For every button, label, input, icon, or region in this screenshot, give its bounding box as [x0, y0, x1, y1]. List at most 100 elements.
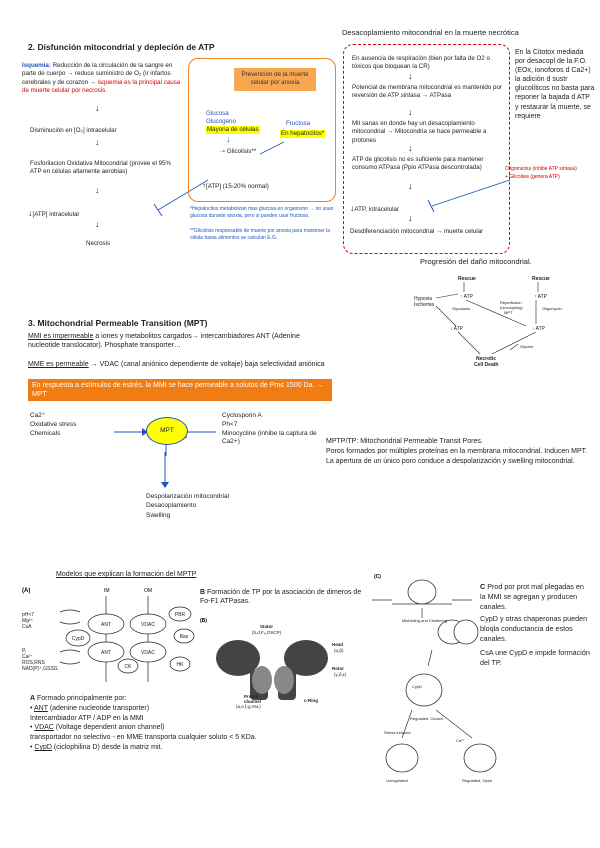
mmi-paragraph: MMI es impermeable a iones y metabolitos… — [28, 332, 328, 351]
model-a-cap-3: transportador no selectivo - en MME tran… — [30, 734, 257, 742]
channel-sub-label: (a,e,f,g,A6L) — [236, 704, 261, 709]
atp-up-label: ↑ ATP — [534, 294, 548, 300]
isquemia-word: Isquemia: — [22, 62, 51, 69]
model-b-caption: B Formación de TP por la asociación de d… — [200, 588, 362, 607]
desacop-side-note: En la Citotox mediada por desacopl de la… — [515, 49, 595, 120]
ant-desc: (adenine nucleotide transporter) — [47, 704, 150, 712]
channel-label: channel — [244, 699, 261, 704]
factor-label: ROS,RNS — [22, 660, 45, 666]
protein-label: VDAC — [141, 650, 155, 656]
model-a-cap-1: Formado principalmente por: — [35, 695, 127, 702]
stress-label: Stress induced — [384, 730, 410, 735]
model-a-diagram: (A) IM OM pH<7 Mg²⁺ CsA Pᵢ Ca²⁺ ROS,RNS … — [22, 588, 195, 682]
model-a-caption: A Formado principalmente por: • ANT (ade… — [30, 694, 360, 753]
inhibitor-item: Minocycline (inhibe la captura de Ca2+) — [222, 429, 317, 446]
factor-label: Mg²⁺ — [22, 618, 34, 624]
mptp-definition: MPTP/TP: Mitochondrial Permeable Transit… — [326, 437, 588, 466]
protein-label: CypD — [72, 636, 85, 642]
reg-open-label: Regulated, Open — [462, 778, 492, 783]
model-b-diagram: (B) Stator (b,d,F₆,OSCP) Head (α,β) Roto… — [200, 618, 347, 709]
rotor-label: Rotor — [332, 666, 344, 671]
inhibition-line — [153, 179, 209, 217]
model-c-lead: C — [480, 582, 486, 591]
factor-label: Ca²⁺ — [22, 654, 33, 660]
desacop-step-4: ATP de glicolisis no es suficiente para … — [352, 156, 484, 172]
desacop-step-3: Mit sanas en donde hay un desacoplamient… — [352, 120, 487, 144]
protein-label: Bax — [180, 634, 189, 640]
desacop-step-6: Desdiferenciación mitocondrial → muerte … — [350, 228, 484, 235]
desacop-title: Desacoplamiento mitocondrial en la muert… — [342, 28, 519, 37]
mpt-center-ellipse: MPT — [146, 417, 188, 445]
proton-label: Proton — [244, 694, 259, 699]
cypd-term: CypD — [34, 743, 52, 751]
mpt-banner: En respuesta a estímulos de estrés, la M… — [28, 379, 332, 401]
glucosa-label: Glucosa — [206, 110, 229, 117]
effect-item: Swelling — [146, 511, 171, 519]
uncoupling-label: (Uncoupling) — [500, 305, 523, 310]
rescue-label: Rescue — [458, 276, 476, 282]
ischemia-label: Ischemia — [414, 302, 434, 308]
model-c-text-3: CsA une CypD e impide formación del TP. — [480, 647, 590, 667]
step-necrosis: Necrosis — [86, 240, 111, 247]
atp-down-label: ↓ ATP — [532, 326, 546, 332]
model-c-caption: C Prod por prot mal plegadas en la MMI s… — [480, 582, 590, 668]
fructosa-label: Fructosa — [286, 120, 311, 127]
oligomycin-label: Oligomycin — [542, 306, 562, 311]
inhibit-bar — [259, 141, 285, 155]
om-label: OM — [144, 588, 152, 594]
progression-title: Progresión del daño mitocondrial. — [420, 257, 532, 266]
mpt-label: MPT — [504, 310, 513, 315]
down-arrow-icon: ↓ — [95, 219, 100, 229]
mpt-diagram-arrows — [114, 426, 216, 456]
vdac-desc: (Voltage dependent anion channel) — [53, 724, 165, 732]
inhibitor-item: Ph<7 — [222, 420, 238, 428]
vdac-term: VDAC — [34, 724, 54, 732]
section-3-title: 3. Mitochondrial Permeable Transition (M… — [28, 318, 208, 328]
rotor-sub-label: (γ,δ,ε) — [334, 672, 347, 677]
protein-label: CK — [125, 664, 133, 670]
glycolysis-label: Glycolysis — [452, 306, 470, 311]
unregulated-label: Unregulated — [386, 778, 408, 783]
atp-normal-label: ↑[ATP] (15-20% normal) — [202, 181, 269, 190]
step-phosphorylation: Fosforilacion Oxidativa Mitocondrial (pr… — [30, 160, 172, 176]
desacop-side-red-1: Oligomicina (inhibe ATP sintasa) — [505, 166, 577, 172]
mpt-effect-arrow — [161, 452, 169, 488]
down-arrow-icon: ↓ — [408, 71, 413, 81]
desacop-side-red-2: + Glicolisis (genera ATP) — [505, 174, 560, 180]
models-title: Modelos que explican la formación del MP… — [56, 571, 197, 578]
mmi-label: MMI es impermeable — [28, 333, 94, 340]
desacop-step-5: ↓ATP, intracelular — [350, 203, 399, 213]
anoxia-prevention-box — [188, 58, 336, 202]
desacop-box — [343, 44, 510, 254]
reperfusion-label: Reperfusion — [500, 300, 522, 305]
desacop-inhibit-line — [427, 179, 511, 212]
down-arrow-icon: ↓ — [226, 134, 231, 144]
section-2-title: 2. Disfunción mitocondrial y depleción d… — [28, 42, 215, 52]
step-o2-decrease: Disminución en [O₂] intracelular — [30, 127, 117, 134]
model-c-text: Prod por prot mal plegadas en la MMI se … — [480, 582, 584, 611]
progression-diagram: Rescue Rescue Hypoxia Ischemia ↑ ATP ↑ A… — [414, 276, 562, 368]
model-c-label: (C) — [374, 574, 381, 580]
factor-label: NAD(P)⁺,GSSG — [22, 666, 58, 672]
desacop-step-1: En ausencia de respiración (bien por fal… — [352, 55, 490, 71]
down-arrow-icon: ↓ — [95, 103, 100, 113]
factor-label: Pᵢ — [22, 648, 26, 654]
cypd-desc: (ciclophilina D) desde la matriz mit. — [51, 743, 163, 751]
mpt-center-label: MPT — [160, 427, 174, 434]
model-c-diagram: (C) Misfolding and Clustering Regulated,… — [372, 574, 497, 783]
head-sub-label: (α,β) — [334, 648, 344, 653]
cell-death-label: Cell Death — [474, 362, 498, 368]
protein-label: VDAC — [141, 622, 155, 628]
step-atp-intracellular: ↓[ATP] intracelular — [28, 208, 80, 218]
down-arrow-icon: ↓ — [95, 137, 100, 147]
inhibitor-item: Cyclosporin A — [222, 412, 262, 419]
mme-paragraph: MME es permeable → VDAC (canal aniónico … — [28, 361, 428, 368]
hepatocitos-label: En hepatocitos* — [280, 130, 326, 139]
protein-label: ANT — [101, 650, 111, 656]
down-arrow-icon: ↓ — [95, 185, 100, 195]
necrotic-label: Necrotic — [476, 356, 496, 362]
hypoxia-label: Hypoxia — [414, 296, 432, 302]
mptp-def-2: Poros formados por múltiples proteínas e… — [326, 447, 588, 455]
mayoria-celulas-label: Mayoria de células — [206, 126, 260, 135]
anoxia-box-header: Prevencion de la muerte celular por anox… — [234, 68, 316, 91]
